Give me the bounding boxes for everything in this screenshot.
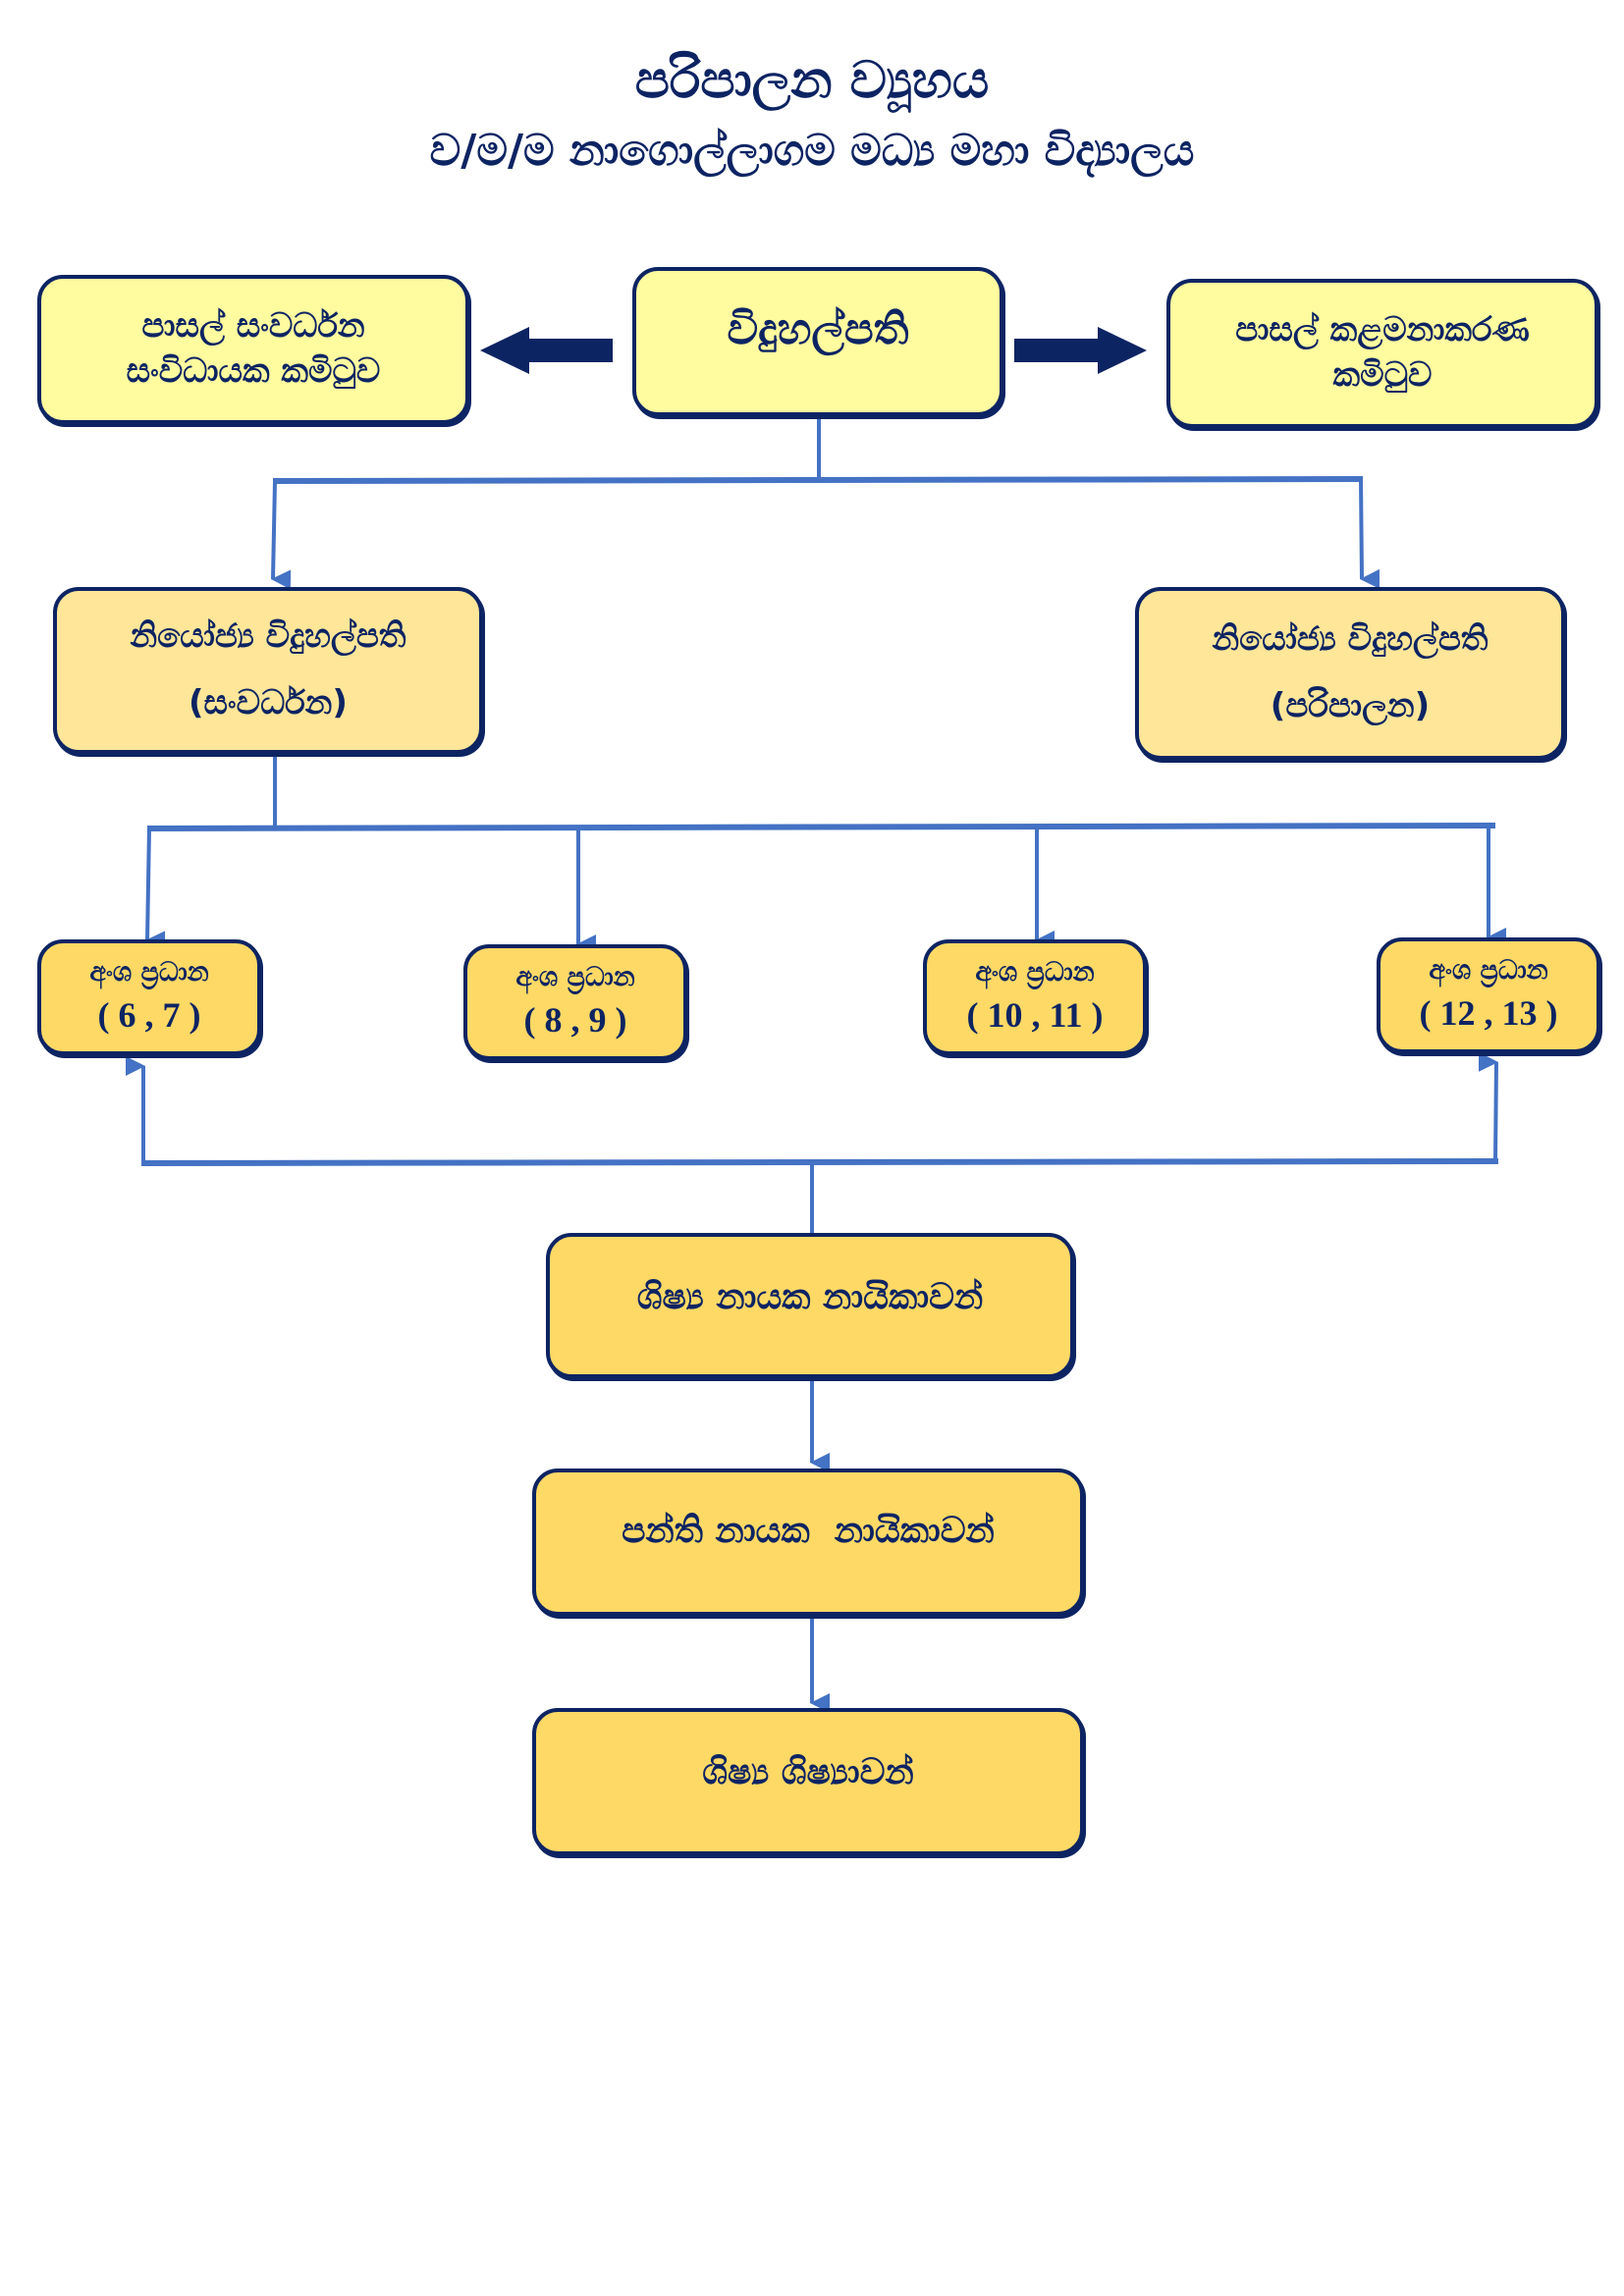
box-students[interactable]: ශිෂ්‍ය ශිෂ්‍යාවන්	[532, 1708, 1084, 1855]
grade-range: ( 12 , 13 )	[1419, 992, 1558, 1033]
box-label: ශිෂ්‍ය ශිෂ්‍යාවන්	[702, 1752, 914, 1792]
box-label: ශිෂ්‍ය නායක නායිකාවන්	[636, 1277, 984, 1317]
school-name: ව/ම/ම නාගොල්ලාගම මධ්‍ය මහා විද්‍යාලය	[429, 126, 1195, 176]
box-label: නියෝජ්‍ය විදුහල්පති	[1212, 619, 1489, 660]
box-label: අංශ ප්‍රධාන	[515, 962, 635, 993]
box-class-monitors[interactable]: පන්ති නායක නායිකාවන්	[532, 1468, 1084, 1616]
left-block-arrow-icon	[480, 327, 613, 374]
box-label: විදුහල්පති	[727, 304, 909, 354]
right-block-arrow-icon	[1014, 327, 1147, 374]
box-label: පාසල් සංවර්ධන	[141, 306, 365, 347]
connector-principal-bus	[272, 476, 1364, 484]
box-section-head-12-13[interactable]: අංශ ප්‍රධාන ( 12 , 13 )	[1377, 937, 1600, 1053]
grade-range: ( 10 , 11 )	[966, 994, 1104, 1035]
chart-title: පරිපාලන ව්‍යූහය	[634, 51, 990, 110]
box-development-committee[interactable]: පාසල් සංවර්ධන සංවිධායක කමිටුව	[37, 275, 469, 424]
box-label: කමිටුව	[1332, 355, 1433, 395]
connector-prefects-bus	[140, 1158, 1499, 1166]
box-label: නියෝජ්‍ය විදුහල්පති	[130, 616, 406, 657]
connector-to-section-1	[145, 828, 166, 951]
box-section-head-10-11[interactable]: අංශ ප්‍රධාන ( 10 , 11 )	[923, 939, 1147, 1055]
grade-range: ( 8 , 9 )	[523, 999, 627, 1040]
box-deputy-administration[interactable]: නියෝජ්‍ය විදුහල්පති (පරිපාලන)	[1135, 587, 1565, 760]
box-label: අංශ ප්‍රධාන	[89, 957, 209, 988]
box-label: අංශ ප්‍රධාන	[975, 957, 1095, 988]
box-management-committee[interactable]: පාසල් කළමනාකරණ කමිටුව	[1166, 279, 1598, 428]
grade-range: ( 6 , 7 )	[97, 994, 201, 1035]
connector-to-deputy-development	[271, 480, 292, 590]
box-section-head-6-7[interactable]: අංශ ප්‍රධාන ( 6 , 7 )	[37, 939, 261, 1055]
box-label: සංවිධායක කමිටුව	[126, 351, 381, 391]
box-label: පාසල් කළමනාකරණ	[1235, 310, 1530, 350]
box-section-head-8-9[interactable]: අංශ ප්‍රධාන ( 8 , 9 )	[463, 944, 687, 1060]
box-label: (සංවර්ධන)	[189, 683, 348, 722]
box-deputy-development[interactable]: නියෝජ්‍ය විදුහල්පති (සංවර්ධන)	[53, 587, 483, 754]
connector-sections-bus	[146, 823, 1496, 831]
connector-to-deputy-administration	[1359, 478, 1380, 589]
box-label: (පරිපාලන)	[1270, 686, 1431, 725]
box-label: අංශ ප්‍රධාන	[1429, 955, 1548, 987]
connector-prefects-to-section-4	[1478, 1051, 1498, 1162]
box-prefects[interactable]: ශිෂ්‍ය නායක නායිකාවන්	[546, 1233, 1074, 1378]
box-principal[interactable]: විදුහල්පති	[632, 267, 1003, 416]
box-label: පන්ති නායක නායිකාවන්	[622, 1511, 995, 1551]
